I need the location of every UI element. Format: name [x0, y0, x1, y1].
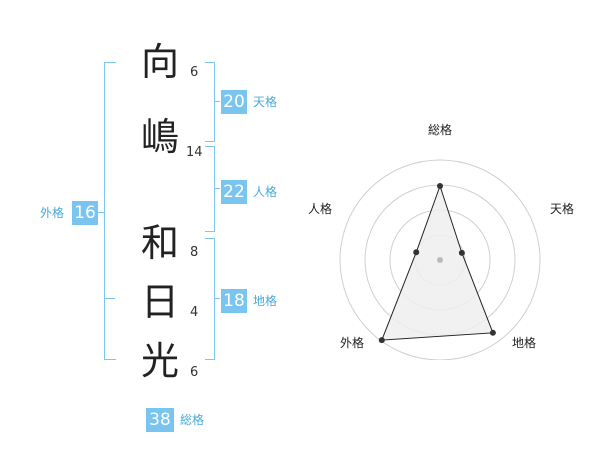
radar-center-dot: [437, 257, 443, 263]
radar-axis-label-chikaku: 地格: [511, 336, 536, 350]
name-char-3: 和: [140, 221, 179, 265]
jinkaku-value-badge: 22: [221, 180, 247, 204]
name-char-1: 向: [140, 40, 179, 84]
stroke-count-3: 8: [190, 245, 199, 260]
jinkaku-label: 人格: [253, 185, 278, 199]
chikaku-bracket: [205, 238, 215, 360]
jinkaku-bracket: [205, 146, 215, 232]
gaikaku-label: 外格: [40, 206, 65, 220]
chikaku-bracket-tick: [214, 298, 220, 299]
gaikaku-bracket-divider: [104, 298, 115, 299]
tenkaku-bracket: [205, 62, 215, 142]
radar-point-1: [458, 249, 465, 256]
name-char-2: 嶋: [140, 115, 179, 159]
radar-data-shape: [381, 184, 494, 341]
tenkaku-label: 天格: [253, 95, 278, 109]
chikaku-label: 地格: [253, 294, 278, 308]
stroke-count-4: 4: [190, 305, 199, 320]
stroke-count-2: 14: [186, 145, 203, 160]
stroke-count-5: 6: [190, 365, 199, 380]
radar-ring: [339, 159, 541, 360]
soukaku-value-badge: 38: [146, 408, 174, 432]
soukaku-label: 総格: [180, 413, 205, 427]
radar-point-2: [489, 329, 496, 336]
radar-axis-label-soukaku: 総格: [427, 123, 452, 137]
fortune-radar-chart: [339, 159, 541, 360]
radar-axis-label-jinkaku: 人格: [307, 202, 332, 216]
radar-point-4: [413, 249, 420, 256]
stroke-count-1: 6: [190, 65, 199, 80]
tenkaku-bracket-tick: [214, 101, 220, 102]
name-char-5: 光: [140, 339, 179, 383]
radar-axis-label-tenkaku: 天格: [549, 202, 574, 216]
gaikaku-value-badge: 16: [72, 201, 98, 225]
chikaku-value-badge: 18: [221, 289, 247, 313]
jinkaku-bracket-tick: [214, 188, 220, 189]
tenkaku-value-badge: 20: [221, 90, 247, 114]
name-char-4: 日: [140, 280, 179, 324]
gaikaku-bracket-tick: [98, 212, 104, 213]
radar-axis-label-gaikaku: 外格: [339, 336, 364, 350]
radar-point-0: [437, 183, 443, 189]
radar-point-3: [378, 337, 385, 344]
gaikaku-bracket: [104, 62, 116, 360]
